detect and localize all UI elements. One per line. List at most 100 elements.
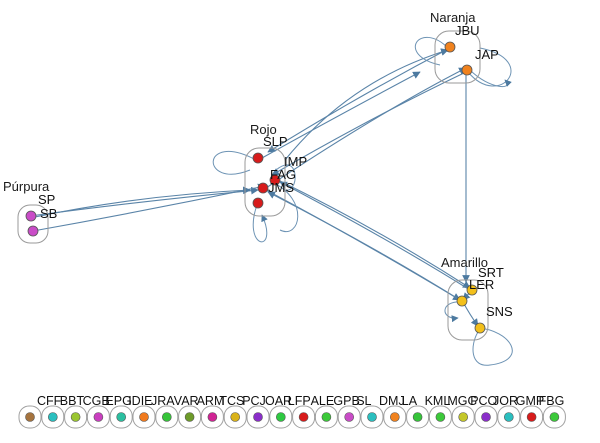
cluster-naranja-box xyxy=(434,30,481,84)
edge-sp-jms xyxy=(29,186,259,217)
legend-swatch xyxy=(162,412,172,422)
legend-swatch xyxy=(298,412,309,422)
legend-item-box xyxy=(86,405,110,429)
edge-sp-slp xyxy=(29,186,251,219)
legend-item-box xyxy=(337,405,361,429)
legend-item: KML xyxy=(406,394,451,429)
legend-item: SL xyxy=(337,394,372,429)
legend-item: ALE xyxy=(292,394,335,429)
legend-swatch xyxy=(47,412,58,422)
loop-jbu xyxy=(414,36,449,66)
legend-label: GMP xyxy=(516,394,544,408)
legend-item: MGG xyxy=(428,394,477,429)
edge-ler-jms xyxy=(267,191,461,301)
legend-label: GPB xyxy=(333,394,359,408)
legend-swatch xyxy=(389,412,400,422)
loop-jap xyxy=(467,47,512,87)
legend-swatch xyxy=(139,412,149,422)
legend-item: PCJ xyxy=(223,394,266,429)
legend-label: IDIE xyxy=(128,394,152,408)
legend-item xyxy=(542,405,566,429)
legend-label: KML xyxy=(425,394,451,408)
self-loops xyxy=(212,36,513,366)
legend-item-box xyxy=(406,405,430,429)
edge-imp-jbu xyxy=(284,48,449,161)
legend-item: IDIE xyxy=(109,394,153,429)
legend-item: PCO xyxy=(451,394,498,429)
node-label-jap: JAP xyxy=(475,47,499,62)
legend-swatch xyxy=(25,412,35,422)
legend-item: ARM xyxy=(178,394,225,429)
edge-sb-fag xyxy=(32,183,266,232)
legend-item-box xyxy=(109,405,133,429)
legend-item: CGB xyxy=(64,394,110,429)
legend-label: PCO xyxy=(470,394,497,408)
node-ler xyxy=(456,295,468,307)
legend-label: OAR xyxy=(265,394,292,408)
legend-label: VAR xyxy=(174,394,199,408)
group-label-purpura: Púrpura xyxy=(3,179,50,194)
group-label-naranja: Naranja xyxy=(430,10,476,25)
legend-label: BBT xyxy=(60,394,85,408)
group-label-rojo: Rojo xyxy=(250,122,277,137)
legend-item: LFP xyxy=(269,394,311,429)
legend-item: FBG xyxy=(520,394,565,429)
legend-item-box xyxy=(41,405,65,429)
legend-label: FBG xyxy=(539,394,565,408)
node-jbu xyxy=(444,41,456,53)
legend-item: DMJ xyxy=(360,394,405,429)
legend-item-box xyxy=(18,405,42,429)
legend-label: JOR xyxy=(493,394,518,408)
edge-slp-jbu xyxy=(261,71,421,159)
legend-swatch xyxy=(116,412,126,422)
edges xyxy=(29,47,479,327)
legend-item-box xyxy=(64,405,88,429)
legend-swatch xyxy=(367,412,377,422)
legend-item-box xyxy=(451,405,475,429)
node-slp xyxy=(252,152,264,164)
legend-item: BBT xyxy=(41,394,85,429)
legend-label: CFF xyxy=(37,394,62,408)
loop-slp xyxy=(212,150,257,175)
legend-item: OAR xyxy=(246,394,292,429)
edge-jap-fag xyxy=(271,71,467,176)
legend-swatch xyxy=(184,412,195,422)
legend-label: TCS xyxy=(219,394,244,408)
node-label-jms: JMS xyxy=(268,180,294,195)
edge-fag-srt xyxy=(277,179,471,289)
legend-label: LA xyxy=(402,394,418,408)
legend-label: ARM xyxy=(197,394,225,408)
node-label-jbu: JBU xyxy=(455,23,480,38)
edge-srt-fag xyxy=(279,181,471,291)
group-label-amarillo: Amarillo xyxy=(441,255,488,270)
legend-swatch xyxy=(344,412,355,422)
node-sns xyxy=(474,322,486,334)
node-label-sb: SB xyxy=(40,206,57,221)
legend-swatch xyxy=(93,412,104,422)
legend-label: SL xyxy=(356,394,371,408)
legend-label: ALE xyxy=(311,394,335,408)
legend-item: GPB xyxy=(314,394,360,429)
edge-ler-sns xyxy=(462,301,479,327)
legend-item: LA xyxy=(383,394,418,429)
legend-item-box xyxy=(155,405,179,429)
cluster-purpura-box xyxy=(17,204,49,244)
legend-item-box xyxy=(132,405,156,429)
legend-item-box xyxy=(200,405,224,429)
node-label-imp: IMP xyxy=(284,154,307,169)
legend-item-box xyxy=(474,405,498,429)
legend-swatch xyxy=(321,412,332,422)
legend-label: EPG xyxy=(105,394,131,408)
legend-item-box xyxy=(246,405,270,429)
node-jms xyxy=(252,197,264,209)
legend-label: CGB xyxy=(83,394,110,408)
legend-item: VAR xyxy=(155,394,199,429)
legend-swatch xyxy=(275,412,286,422)
node-sb xyxy=(27,225,39,237)
legend-item: EPG xyxy=(86,394,132,429)
node-jap xyxy=(461,64,473,76)
legend-item: TCS xyxy=(200,394,244,429)
legend-item: CFF xyxy=(18,394,62,429)
legend-label: MGG xyxy=(447,394,477,408)
